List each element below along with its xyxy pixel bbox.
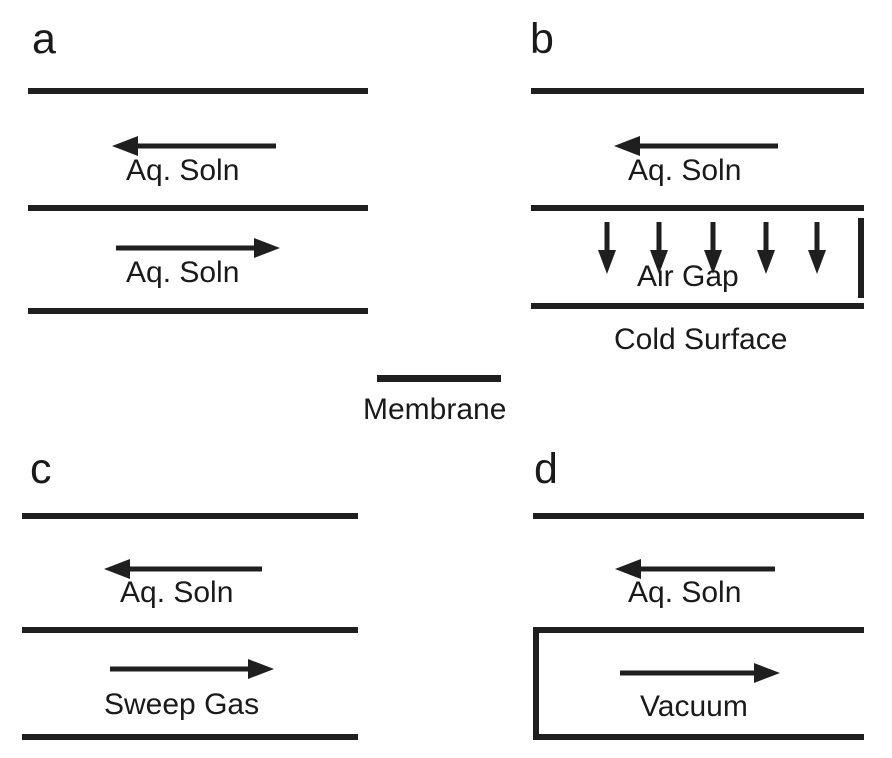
panel-c-membrane: [22, 627, 358, 633]
panel-b-cold-surface-wall: [531, 303, 864, 309]
membrane-legend-label: Membrane: [363, 393, 507, 426]
panel-letter-c: c: [30, 445, 52, 493]
panel-c-sweep-gas-label: Sweep Gas: [104, 688, 260, 721]
panel-b-air-gap-right-wall: [858, 218, 864, 298]
panel-d-top-wall: [533, 513, 864, 519]
panel-d-vacuum-left-wall: [533, 627, 539, 740]
panel-c-sweep-gas-arrow-right: [110, 657, 274, 681]
panel-letter-d: d: [534, 445, 558, 493]
panel-b-vapor-arrow-4: [755, 222, 777, 274]
panel-b-vapor-arrow-1: [596, 222, 618, 274]
panel-a-permeate-label: Aq. Soln: [126, 256, 240, 289]
panel-c-feed-label: Aq. Soln: [120, 576, 234, 609]
panel-d-vacuum-label: Vacuum: [640, 690, 748, 723]
panel-b-vapor-arrow-5: [806, 222, 828, 274]
membrane-legend-line: [377, 375, 501, 382]
panel-a-feed-arrow-left: [112, 134, 276, 158]
panel-b-top-wall: [531, 88, 864, 94]
panel-d-feed-arrow-left: [615, 557, 775, 581]
panel-a-top-wall: [28, 88, 368, 94]
panel-d-feed-label: Aq. Soln: [628, 576, 742, 609]
panel-c-top-wall: [22, 513, 358, 519]
panel-b-membrane: [531, 205, 864, 211]
panel-b-vapor-arrow-3: [702, 222, 724, 274]
panel-d-bottom-wall: [533, 734, 864, 740]
panel-letter-b: b: [530, 15, 554, 63]
panel-a-feed-label: Aq. Soln: [126, 154, 240, 187]
panel-d-vacuum-arrow-right: [620, 661, 780, 685]
panel-letter-a: a: [32, 15, 56, 63]
panel-c-bottom-wall: [22, 734, 358, 740]
panel-c-feed-arrow-left: [104, 557, 262, 581]
panel-b-feed-arrow-left: [614, 134, 778, 158]
panel-b-air-gap-label: Air Gap: [637, 260, 739, 293]
panel-a-membrane: [28, 205, 368, 211]
panel-a-permeate-arrow-right: [116, 236, 280, 260]
panel-b-vapor-arrow-2: [648, 222, 670, 274]
panel-d-membrane: [533, 627, 864, 633]
panel-a-bottom-wall: [28, 308, 368, 314]
panel-b-cold-surface-label: Cold Surface: [614, 323, 788, 356]
panel-b-feed-label: Aq. Soln: [628, 154, 742, 187]
